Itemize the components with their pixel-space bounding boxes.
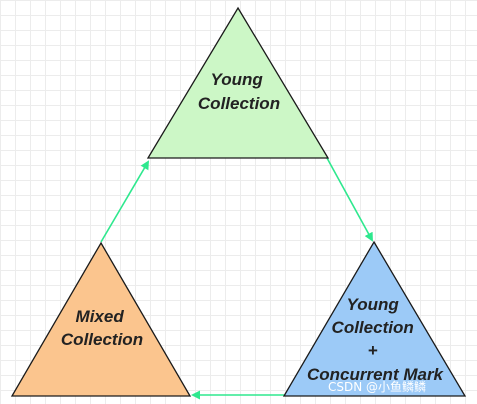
arrow-young-to-concurrent xyxy=(326,157,373,242)
mixed-collection-triangle xyxy=(10,241,192,397)
young-collection-triangle xyxy=(146,6,330,159)
young-collection-line-2: Collection xyxy=(198,94,280,113)
arrow-mixed-to-young xyxy=(100,160,150,243)
concurrent-mark-triangle xyxy=(282,240,467,397)
csdn-watermark: CSDN @小鱼鳞鳞 xyxy=(328,380,426,394)
mixed-collection-node: Mixed Collection xyxy=(10,241,192,397)
concurrent-mark-line-4: Concurrent Mark xyxy=(307,365,445,384)
mixed-collection-label: Mixed Collection xyxy=(61,307,143,349)
concurrent-mark-line-1: Young xyxy=(347,295,400,314)
concurrent-mark-line-2: Collection xyxy=(332,318,414,337)
young-collection-label: Young Collection xyxy=(198,70,280,113)
concurrent-mark-node: Young Collection + Concurrent Mark xyxy=(282,240,467,397)
concurrent-mark-label: Young Collection + Concurrent Mark xyxy=(307,295,445,384)
concurrent-mark-line-3: + xyxy=(368,341,378,360)
young-collection-line-1: Young xyxy=(211,70,264,89)
mixed-collection-line-2: Collection xyxy=(61,330,143,349)
mixed-collection-line-1: Mixed xyxy=(76,307,125,326)
young-collection-node: Young Collection xyxy=(146,6,330,159)
